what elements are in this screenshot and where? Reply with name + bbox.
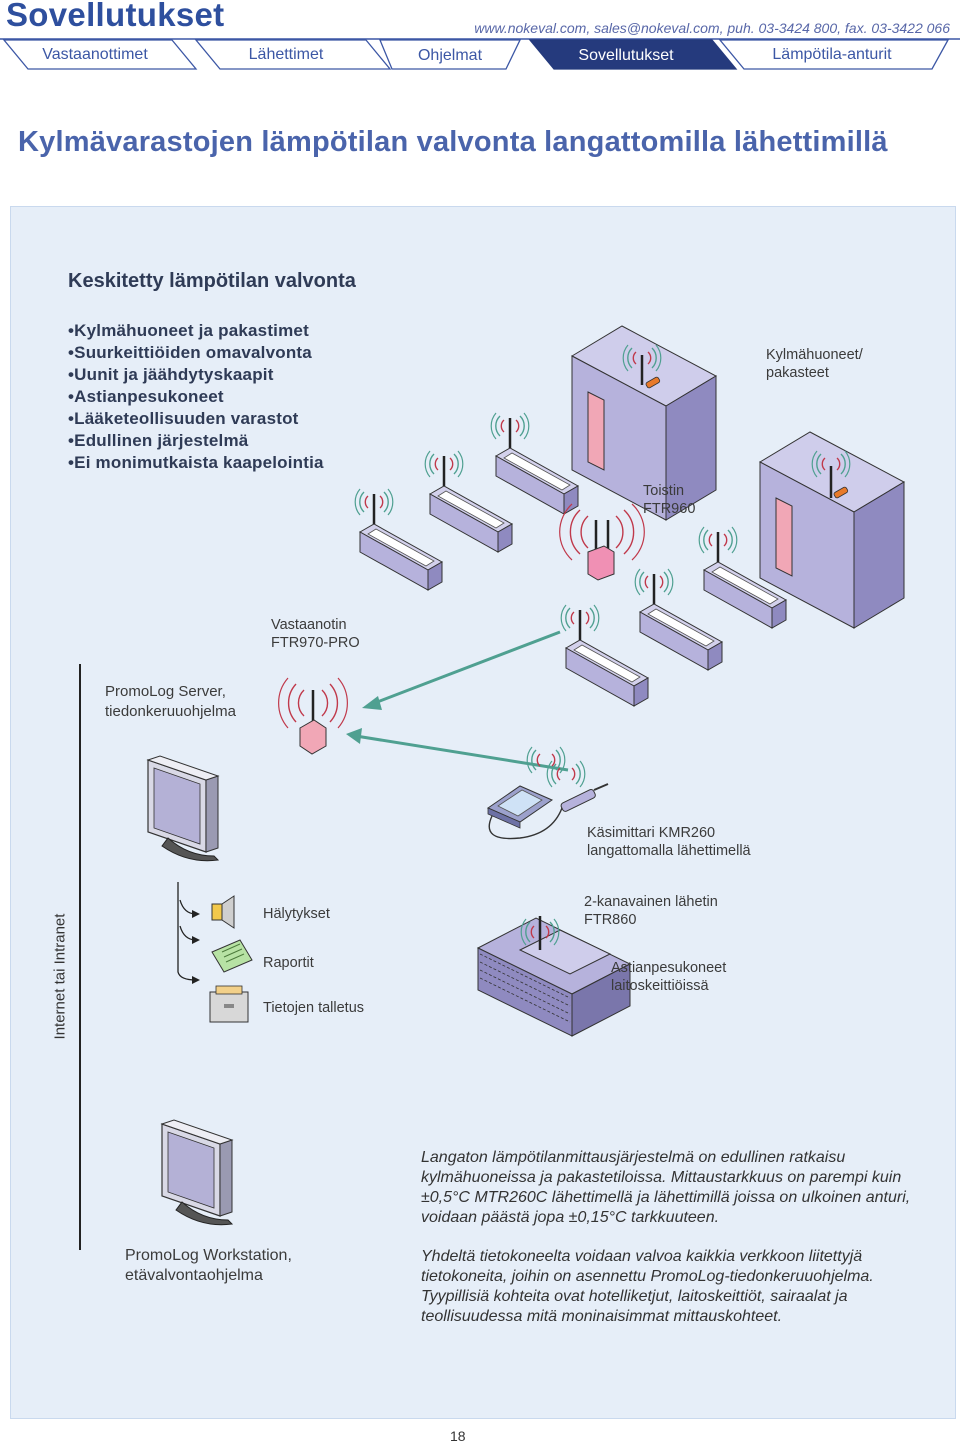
output-branches bbox=[177, 882, 200, 984]
freezer-3 bbox=[491, 413, 578, 514]
tab-bar bbox=[0, 38, 960, 70]
tab-ohjelmat[interactable]: Ohjelmat bbox=[417, 47, 483, 64]
section-title: Keskitetty lämpötilan valvonta bbox=[68, 270, 356, 292]
tab-lahettimet[interactable]: Lähettimet bbox=[248, 46, 324, 63]
tab-sovellutukset[interactable]: Sovellutukset bbox=[578, 47, 674, 64]
feature-list: Kylmähuoneet ja pakastimet Suurkeittiöid… bbox=[68, 320, 324, 474]
label-cold-rooms-line2: pakasteet bbox=[766, 365, 829, 381]
handheld-meter bbox=[486, 746, 609, 840]
page-number: 18 bbox=[450, 1428, 466, 1444]
label-cold-rooms-line1: Kylmähuoneet/ bbox=[766, 347, 863, 363]
tab-shape-sovellutukset[interactable] bbox=[528, 39, 738, 70]
freezer-1 bbox=[355, 489, 442, 590]
dishwasher bbox=[476, 916, 632, 1037]
label-server-line1: PromoLog Server, bbox=[105, 683, 226, 700]
speaker-icon bbox=[211, 895, 235, 929]
file-cabinet-icon bbox=[209, 985, 249, 1023]
freezer-6 bbox=[561, 605, 648, 706]
workstation-monitor bbox=[161, 1119, 233, 1226]
report-icon bbox=[211, 939, 253, 973]
list-item: Astianpesukoneet bbox=[68, 386, 324, 408]
server-monitor bbox=[147, 755, 219, 862]
list-item: Kylmähuoneet ja pakastimet bbox=[68, 320, 324, 342]
description-paragraph-2: Yhdeltä tietokoneelta voidaan valvoa kai… bbox=[421, 1248, 874, 1325]
label-repeater-line2: FTR960 bbox=[643, 501, 696, 517]
label-reports: Raportit bbox=[263, 955, 314, 971]
list-item: Edullinen järjestelmä bbox=[68, 430, 324, 452]
list-item: Suurkeittiöiden omavalvonta bbox=[68, 342, 324, 364]
list-item: Uunit ja jäähdytyskaapit bbox=[68, 364, 324, 386]
tab-shape-lahettimet[interactable] bbox=[194, 39, 392, 70]
label-dishwasher-line2: laitoskeittiöissä bbox=[611, 978, 709, 994]
repeater-device bbox=[559, 503, 645, 581]
label-repeater-line1: Toistin bbox=[643, 483, 685, 499]
label-dishwasher-line1: Astianpesukoneet bbox=[611, 960, 727, 976]
label-workstation-line1: PromoLog Workstation, bbox=[125, 1247, 292, 1264]
label-workstation-line2: etävalvontaohjelma bbox=[125, 1267, 263, 1284]
label-transmitter-line2: FTR860 bbox=[584, 912, 637, 928]
description-paragraph-1: Langaton lämpötilanmittausjärjestelmä on… bbox=[421, 1149, 911, 1226]
cold-room-2 bbox=[758, 431, 906, 629]
tab-vastaanottimet[interactable]: Vastaanottimet bbox=[42, 46, 148, 63]
contact-info: www.nokeval.com, sales@nokeval.com, puh.… bbox=[474, 20, 950, 36]
cold-room-1 bbox=[570, 325, 718, 521]
label-receiver-line1: Vastaanotin bbox=[271, 617, 347, 633]
list-item: Lääketeollisuuden varastot bbox=[68, 408, 324, 430]
signal-arrows bbox=[346, 630, 569, 772]
tab-shape-vastaanottimet[interactable] bbox=[2, 39, 198, 70]
label-transmitter-line1: 2-kanavainen lähetin bbox=[584, 894, 718, 910]
tab-lampotila-anturit[interactable]: Lämpötila-anturit bbox=[772, 46, 892, 63]
label-handheld-line1: Käsimittari KMR260 bbox=[587, 825, 716, 841]
label-storage: Tietojen talletus bbox=[263, 1000, 365, 1016]
label-network: Internet tai Intranet bbox=[51, 913, 69, 1040]
tab-shape-ohjelmat[interactable] bbox=[379, 39, 522, 70]
receiver-device bbox=[278, 677, 348, 755]
list-item: Ei monimutkaista kaapelointia bbox=[68, 452, 324, 474]
brand-title: Sovellutukset bbox=[6, 0, 225, 33]
label-server-line2: tiedonkeruuohjelma bbox=[105, 703, 236, 720]
label-handheld-line2: langattomalla lähettimellä bbox=[587, 843, 751, 859]
label-alarms: Hälytykset bbox=[263, 906, 330, 922]
label-receiver-line2: FTR970-PRO bbox=[271, 635, 360, 651]
page-title: Kylmävarastojen lämpötilan valvonta lang… bbox=[18, 126, 888, 158]
tab-shape-lampotila[interactable] bbox=[718, 39, 950, 70]
